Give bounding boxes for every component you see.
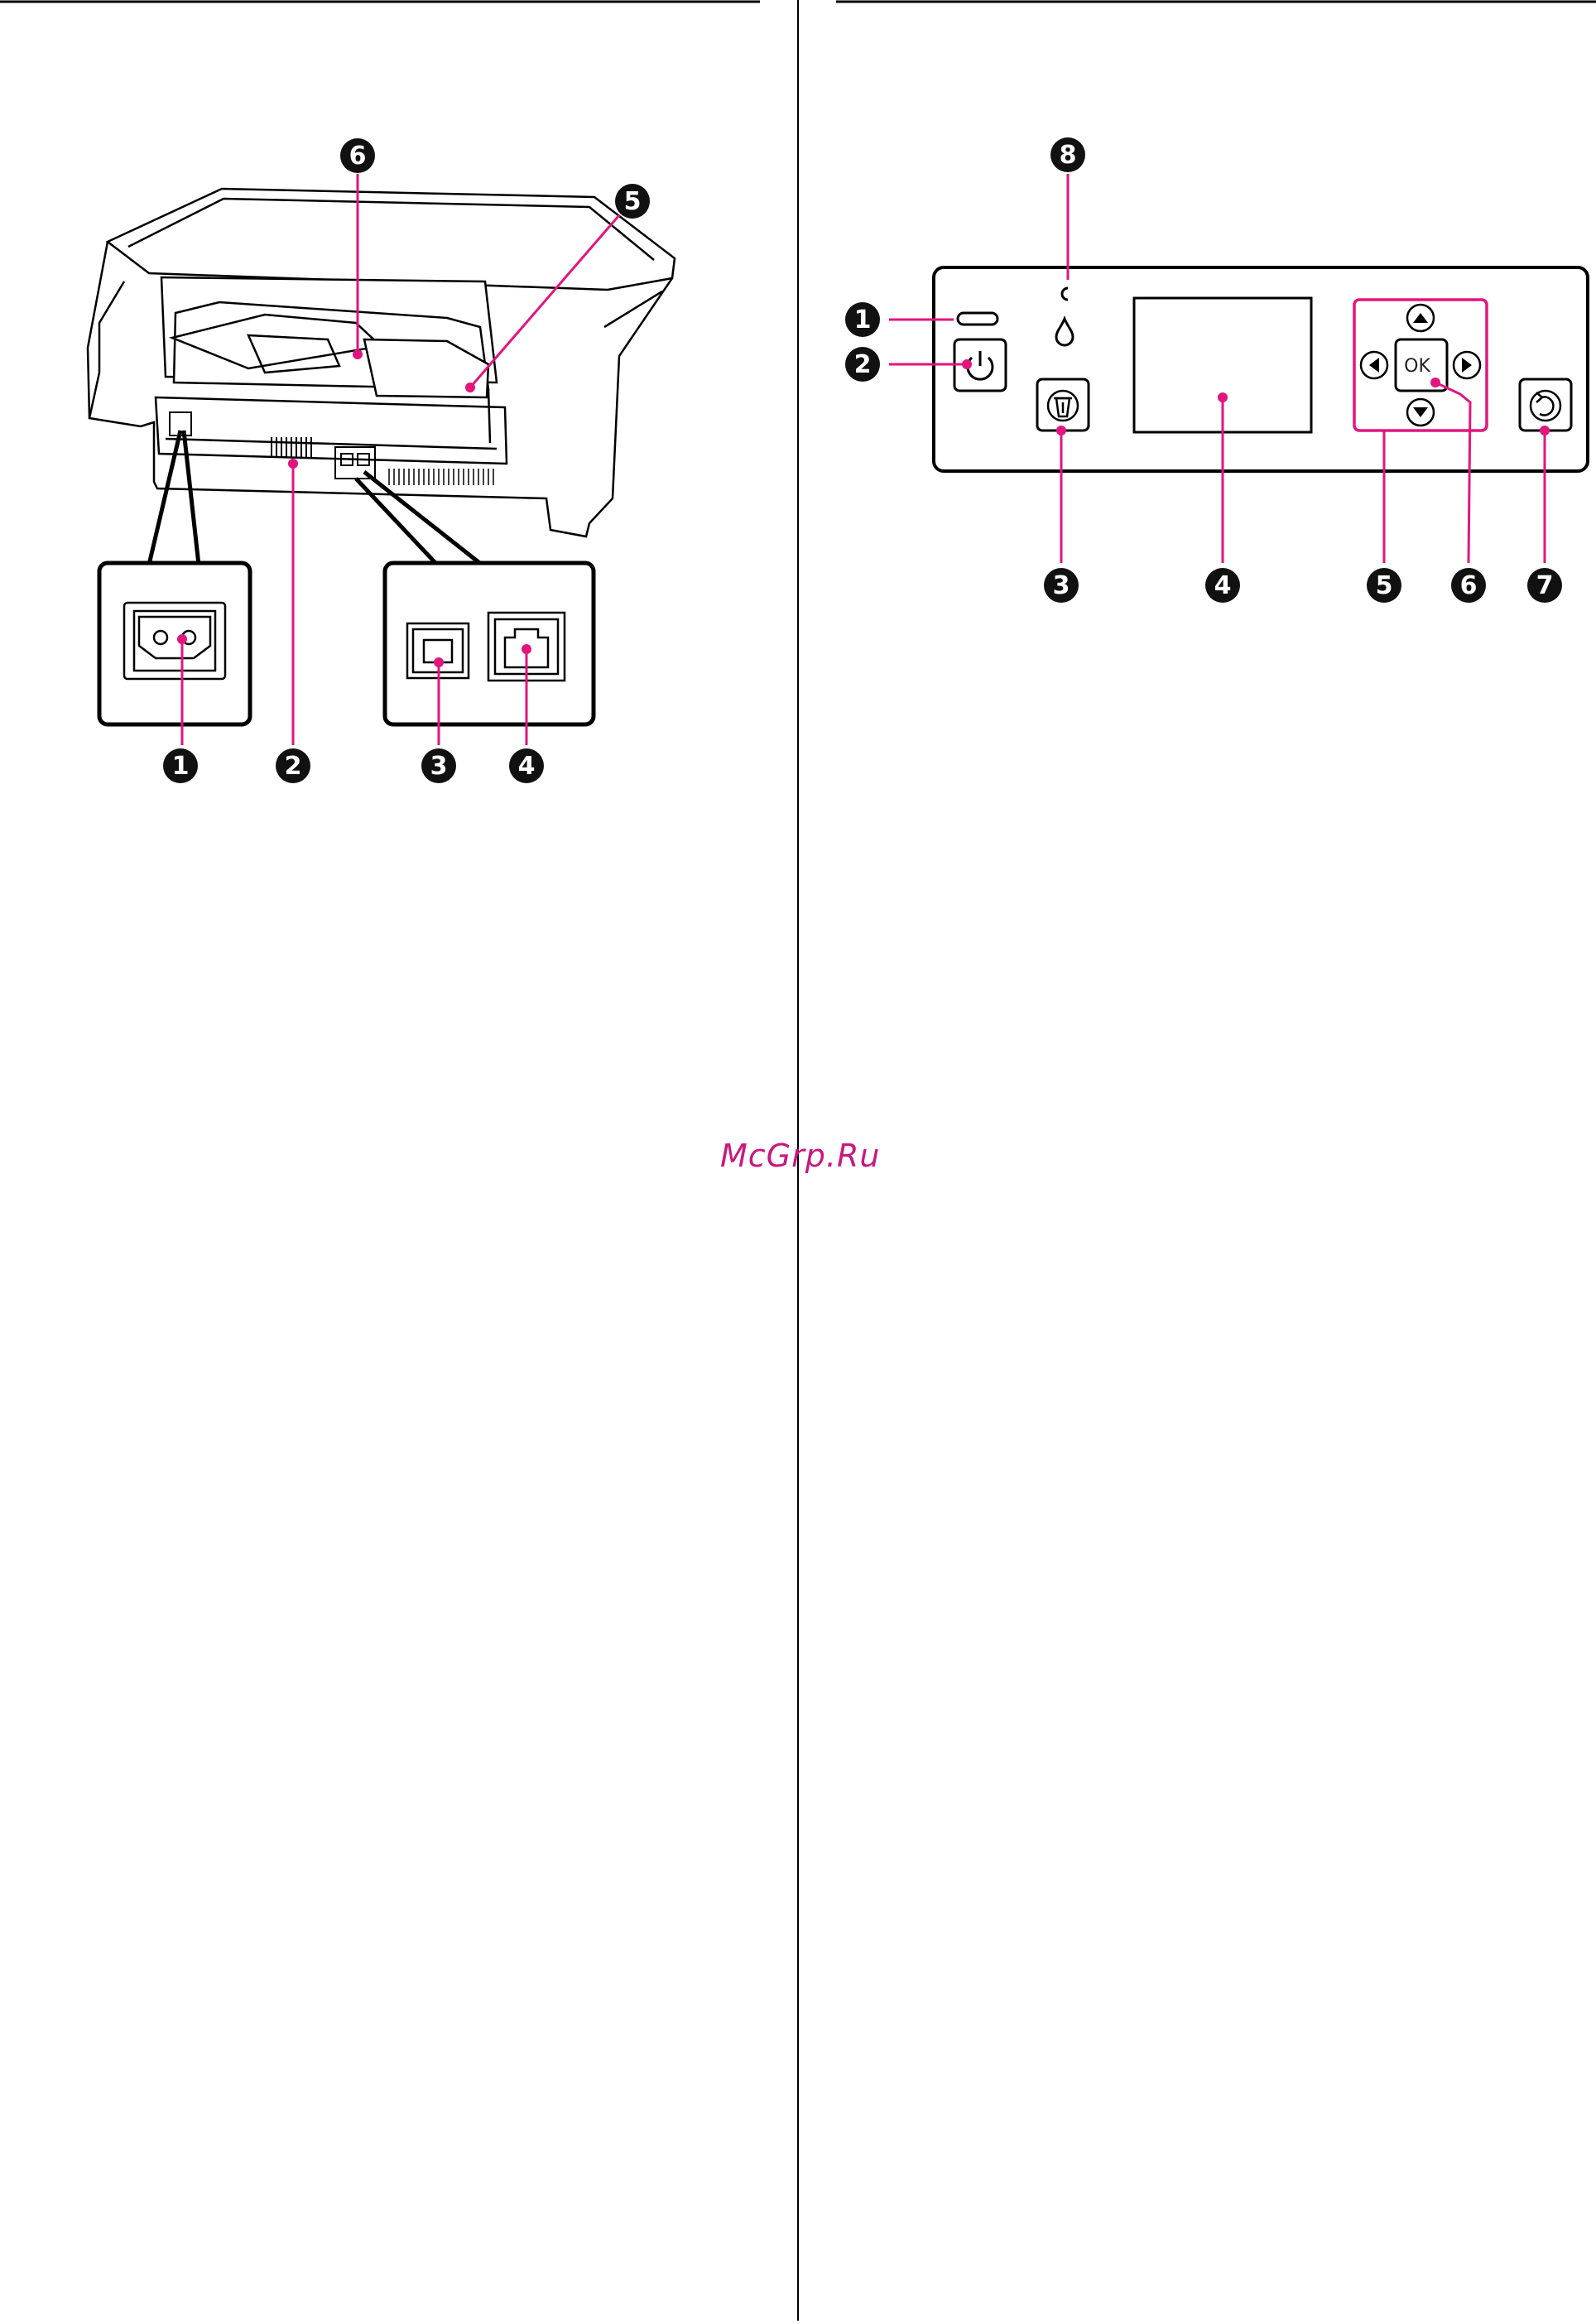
svg-text:6: 6 bbox=[1460, 571, 1478, 600]
svg-text:2: 2 bbox=[285, 752, 302, 781]
arrow-down-button[interactable] bbox=[1407, 399, 1434, 426]
panel-callout-7: 7 bbox=[1527, 568, 1562, 603]
inset-power-box bbox=[99, 563, 250, 724]
watermark-text: McGrp.Ru bbox=[720, 1138, 886, 1174]
rear-callout-3: 3 bbox=[421, 748, 456, 783]
svg-text:8: 8 bbox=[1060, 141, 1077, 170]
rear-callout-5: 5 bbox=[615, 184, 650, 219]
svg-text:4: 4 bbox=[518, 752, 536, 781]
arrow-left-button[interactable] bbox=[1361, 352, 1387, 378]
svg-text:1: 1 bbox=[854, 306, 872, 334]
panel-callout-3: 3 bbox=[1044, 568, 1079, 603]
panel-callout-8: 8 bbox=[1050, 137, 1085, 172]
ok-button-label: OK bbox=[1404, 356, 1430, 377]
svg-text:5: 5 bbox=[624, 187, 642, 216]
arrow-right-button[interactable] bbox=[1454, 352, 1480, 378]
panel-callout-5: 5 bbox=[1367, 568, 1401, 603]
vent-icon bbox=[272, 437, 311, 457]
rear-callout-4: 4 bbox=[509, 748, 544, 783]
delete-button[interactable] bbox=[1037, 379, 1089, 431]
svg-text:1: 1 bbox=[172, 752, 190, 781]
panel-callout-6: 6 bbox=[1451, 568, 1486, 603]
svg-text:4: 4 bbox=[1214, 571, 1232, 600]
power-led bbox=[958, 313, 997, 325]
back-button[interactable] bbox=[1520, 379, 1571, 431]
rear-callout-6: 6 bbox=[340, 138, 375, 173]
svg-text:3: 3 bbox=[430, 752, 448, 781]
svg-text:5: 5 bbox=[1376, 571, 1393, 600]
panel-callout-1: 1 bbox=[845, 302, 880, 337]
svg-text:6: 6 bbox=[349, 142, 367, 171]
panel-callout-4: 4 bbox=[1205, 568, 1240, 603]
arrow-up-button[interactable] bbox=[1407, 305, 1434, 331]
rear-callout-1: 1 bbox=[163, 748, 198, 783]
svg-text:2: 2 bbox=[854, 350, 872, 379]
panel-callout-2: 2 bbox=[845, 347, 880, 382]
svg-text:7: 7 bbox=[1536, 571, 1554, 600]
rear-callout-2: 2 bbox=[276, 748, 310, 783]
svg-text:3: 3 bbox=[1053, 571, 1070, 600]
